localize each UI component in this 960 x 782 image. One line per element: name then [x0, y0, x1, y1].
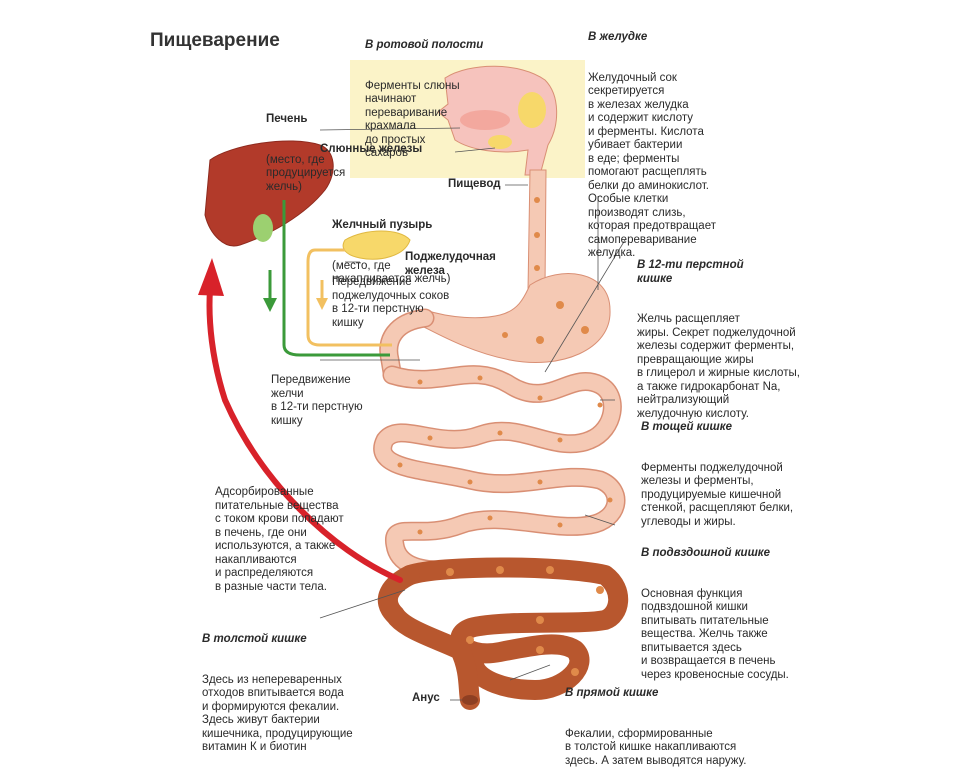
- liver-note: Печень (место, где продуцируется желчь): [266, 86, 345, 208]
- anus-label: Анус: [412, 692, 440, 704]
- rectum-body: Фекалии, сформированные в толстой кишке …: [565, 727, 747, 767]
- pancreas-shape: [342, 230, 411, 260]
- gallbladder-note: Желчный пузырь (место, где накапливается…: [332, 192, 450, 300]
- esophagus-label: Пищевод: [448, 178, 501, 190]
- gallbladder-shape: [253, 214, 273, 242]
- duodenum-note: В 12-ти перстной кишке Желчь расщепляет …: [637, 232, 800, 435]
- stomach-body: Желудочный сок секретируется в железах ж…: [588, 71, 716, 260]
- gallbladder-body: (место, где накапливается желчь): [332, 259, 451, 286]
- stomach-spot: [556, 301, 564, 309]
- liver-shape: [204, 140, 334, 247]
- liver-body: (место, где продуцируется желчь): [266, 153, 346, 193]
- bile-arrowhead: [263, 298, 277, 312]
- large-intestine-shape: [400, 557, 629, 700]
- esophagus-spot: [534, 197, 540, 203]
- pancreatic-arrowhead: [316, 298, 328, 310]
- rectum-note: В прямой кишке Фекалии, сформированные в…: [565, 660, 746, 782]
- leader-lines: [319, 127, 626, 701]
- esophagus-shape: [527, 169, 547, 291]
- blood-flow-arrowhead: [198, 258, 224, 296]
- jejunum-note: В тощей кишке Ферменты поджелудочной жел…: [641, 394, 793, 543]
- esophagus-spot: [534, 265, 540, 271]
- ileum-body: Основная функция подвздошной кишки впиты…: [641, 587, 789, 681]
- anus-shape: [462, 695, 478, 705]
- jejunum-body: Ферменты поджелудочной железы и ферменты…: [641, 461, 794, 528]
- stomach-shape: [419, 273, 611, 364]
- stomach-spot: [502, 332, 508, 338]
- duodenum-body: Желчь расщепляет жиры. Секрет поджелудоч…: [637, 313, 800, 420]
- pancreatic-flow-path: [306, 248, 392, 347]
- salivary-label: Слюнные железы: [320, 143, 423, 155]
- ileum-heading: В подвздошной кишке: [641, 547, 771, 559]
- blood-flow-arrow: [206, 287, 403, 583]
- gallbladder-name: Желчный пузырь: [332, 219, 433, 231]
- salivary-gland-lower-shape: [488, 135, 512, 149]
- stomach-spot: [536, 336, 544, 344]
- bile-flow-path: [282, 200, 390, 357]
- mouth-note: В ротовой полости Ферменты слюны начинаю…: [365, 12, 483, 174]
- large-intestine-spots: [446, 566, 604, 676]
- colon-heading: В толстой кишке: [202, 633, 307, 645]
- stomach-note: В желудке Желудочный сок секретируется в…: [588, 4, 716, 274]
- jejunum-heading: В тощей кишке: [641, 421, 732, 433]
- tongue-shape: [460, 110, 510, 130]
- colon-body: Здесь из непереваренных отходов впитывае…: [202, 673, 353, 754]
- colon-descending-shape: [377, 565, 480, 710]
- mouth-body: Ферменты слюны начинают переваривание кр…: [365, 79, 460, 160]
- liver-name: Печень: [266, 113, 308, 125]
- colon-note: В толстой кишке Здесь из непереваренных …: [202, 606, 353, 768]
- absorbed-note: Адсорбированные питательные вещества с т…: [215, 486, 344, 593]
- small-intestine-shape: [374, 366, 624, 578]
- duodenum-heading: В 12-ти перстной кишке: [637, 259, 744, 285]
- pancreas-label: Поджелудочная железа: [405, 251, 496, 277]
- bile-flow-note: Передвижение желчи в 12-ти перстную кишк…: [271, 374, 363, 427]
- small-intestine-spots: [397, 375, 613, 535]
- mouth-heading: В ротовой полости: [365, 39, 484, 51]
- pancreatic-flow-note: Передвижение поджелудочных соков в 12-ти…: [332, 276, 450, 329]
- ileum-note: В подвздошной кишке Основная функция под…: [641, 520, 789, 696]
- stomach-spot: [581, 326, 589, 334]
- digestive-system-diagram: [198, 60, 629, 710]
- rectum-heading: В прямой кишке: [565, 687, 659, 699]
- page-title: Пищеварение: [150, 30, 280, 51]
- salivary-gland-shape: [518, 92, 546, 128]
- stomach-heading: В желудке: [588, 31, 648, 43]
- esophagus-spot: [534, 232, 540, 238]
